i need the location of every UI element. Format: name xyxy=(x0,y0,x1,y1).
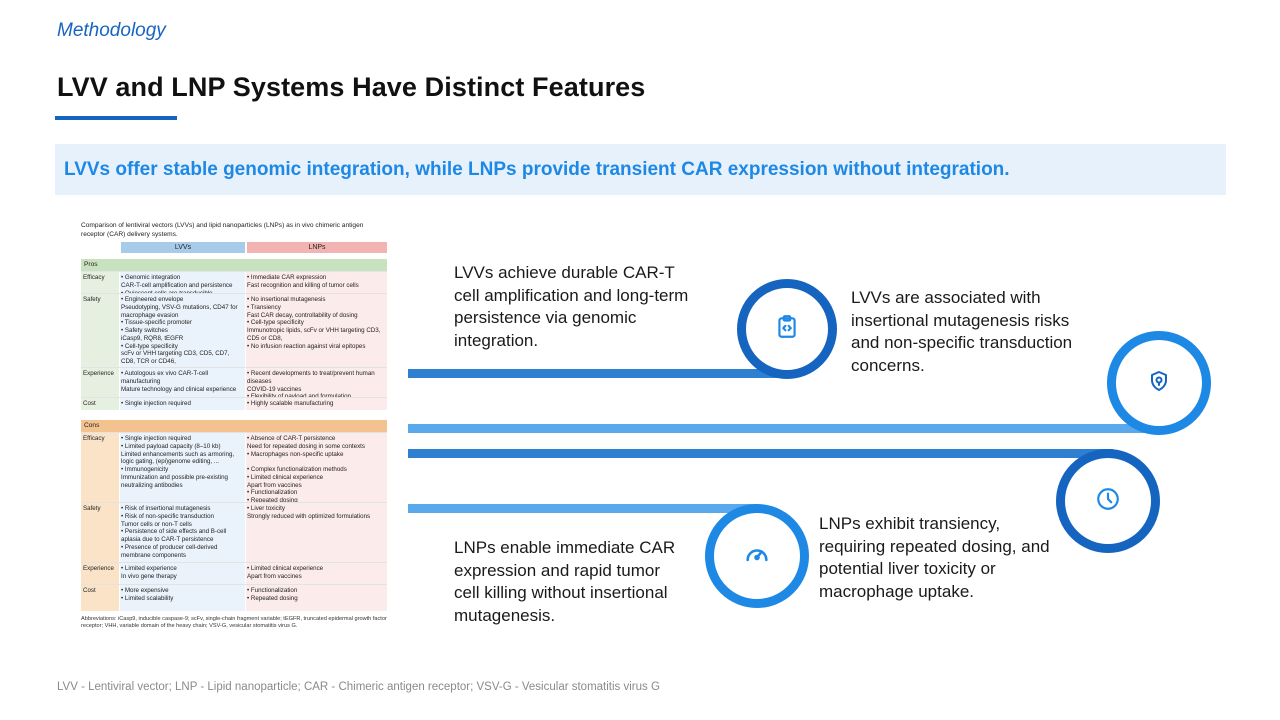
pros-cell-bg xyxy=(246,272,387,294)
cons-cell-bg xyxy=(246,503,387,563)
pros-cell-bg xyxy=(120,294,245,368)
section-label: Methodology xyxy=(57,20,166,41)
clock-icon xyxy=(1095,486,1121,517)
cons-cell-lvv: • More expensive • Limited scalability xyxy=(121,587,174,602)
cons-row: Cost • More expensive • Limited scalabili… xyxy=(81,584,387,611)
cons-cell-lnp: • Liver toxicity Strongly reduced with o… xyxy=(247,505,371,520)
point-1-ring xyxy=(737,279,837,379)
pros-cell-key: Safety xyxy=(83,296,101,303)
cons-cell-lnp: • Functionalization • Repeated dosing xyxy=(247,587,298,602)
cons-row: Efficacy • Single injection required • Li… xyxy=(81,432,387,503)
point-1-text: LVVs achieve durable CAR-T cell amplific… xyxy=(454,263,689,350)
comparison-table-figure: Comparison of lentiviral vectors (LVVs) … xyxy=(81,222,389,632)
cons-cell-bg xyxy=(120,433,245,503)
table-abbreviations: Abbreviations: iCasp9, inducible caspase… xyxy=(81,616,387,630)
point-4-ring xyxy=(705,504,809,608)
cons-cell-lvv: • Limited experience In vivo gene therap… xyxy=(121,565,177,580)
pros-cell-lvv: • Genomic integration CAR-T-cell amplifi… xyxy=(121,274,233,294)
pros-cell-lnp: • Highly scalable manufacturing xyxy=(247,400,334,407)
key-message-banner: LVVs offer stable genomic integration, w… xyxy=(55,144,1226,195)
point-2-text: LVVs are associated with insertional mut… xyxy=(851,288,1073,375)
point-3-ring xyxy=(1056,449,1160,553)
pros-row: Experience • Autologous ex vivo CAR-T-cel… xyxy=(81,367,387,398)
pros-cell-lnp: • Recent developments to treat/prevent h… xyxy=(247,370,375,398)
shield-icon xyxy=(1147,369,1171,398)
key-message-text: LVVs offer stable genomic integration, w… xyxy=(64,159,1010,180)
table-caption: Comparison of lentiviral vectors (LVVs) … xyxy=(81,222,364,238)
cons-cell-key: Efficacy xyxy=(83,435,105,442)
pros-cell-bg xyxy=(81,368,119,398)
pros-cell-bg xyxy=(81,294,119,368)
cons-cell-bg xyxy=(81,563,119,585)
cons-cell-key: Safety xyxy=(83,505,101,512)
cons-cell-lnp: • Limited clinical experience Apart from… xyxy=(247,565,324,580)
cons-cell-bg xyxy=(246,433,387,503)
pros-cell-bg xyxy=(246,294,387,368)
pros-row: Cost • Single injection required • Highly … xyxy=(81,397,387,410)
cons-cell-bg xyxy=(120,503,245,563)
gauge-icon xyxy=(743,540,771,573)
cons-cell-bg xyxy=(120,563,245,585)
title-underline xyxy=(55,116,177,120)
cons-row: Safety • Risk of insertional mutagenesis … xyxy=(81,502,387,563)
cons-cell-key: Experience xyxy=(83,565,114,572)
pros-cell-lvv: • Engineered envelope Pseudotyping, VSV-… xyxy=(121,296,238,365)
pros-cell-key: Cost xyxy=(83,400,96,407)
pros-row: Efficacy • Genomic integration CAR-T-cell… xyxy=(81,271,387,294)
connector-bar-3 xyxy=(408,449,1113,458)
pros-cell-lvv: • Single injection required xyxy=(121,400,191,407)
cons-cell-bg xyxy=(81,433,119,503)
cons-cell-lnp: • Absence of CAR-T persistence Need for … xyxy=(247,435,365,503)
cons-row: Experience • Limited experience In vivo g… xyxy=(81,562,387,585)
point-3-text: LNPs exhibit transiency, requiring repea… xyxy=(819,514,1050,601)
footnote: LVV - Lentiviral vector; LNP - Lipid nan… xyxy=(57,681,660,693)
cons-cell-bg xyxy=(81,503,119,563)
cons-cell-bg xyxy=(120,585,245,611)
cons-cell-bg xyxy=(246,563,387,585)
table-band-pros: Pros xyxy=(81,259,387,271)
table-band-cons: Cons xyxy=(81,420,387,432)
table-header-lvv: LVVs xyxy=(121,242,245,253)
table-header-lnp: LNPs xyxy=(247,242,387,253)
cons-cell-bg xyxy=(81,585,119,611)
point-2-ring xyxy=(1107,331,1211,435)
page-title: LVV and LNP Systems Have Distinct Featur… xyxy=(57,72,646,102)
pros-cell-key: Efficacy xyxy=(83,274,105,281)
connector-bar-4 xyxy=(408,504,758,513)
pros-cell-bg xyxy=(246,368,387,398)
pros-cell-lnp: • Immediate CAR expression Fast recognit… xyxy=(247,274,359,289)
connector-bar-1 xyxy=(408,369,788,378)
pros-cell-lnp: • No insertional mutagenesis • Transienc… xyxy=(247,296,381,350)
pros-cell-bg xyxy=(246,398,387,410)
clipboard-code-icon xyxy=(774,314,800,345)
pros-cell-bg xyxy=(120,272,245,294)
cons-cell-lvv: • Single injection required • Limited pa… xyxy=(121,435,235,489)
connector-bar-2 xyxy=(408,424,1168,433)
cons-cell-bg xyxy=(246,585,387,611)
pros-cell-bg xyxy=(120,398,245,410)
cons-cell-lvv: • Risk of insertional mutagenesis • Risk… xyxy=(121,505,227,559)
pros-cell-bg xyxy=(81,272,119,294)
pros-row: Safety • Engineered envelope Pseudotyping… xyxy=(81,293,387,368)
pros-cell-bg xyxy=(81,398,119,410)
cons-cell-key: Cost xyxy=(83,587,96,594)
pros-cell-key: Experience xyxy=(83,370,114,377)
pros-cell-lvv: • Autologous ex vivo CAR-T-cell manufact… xyxy=(121,370,237,393)
point-4-text: LNPs enable immediate CAR expression and… xyxy=(454,538,676,625)
pros-cell-bg xyxy=(120,368,245,398)
